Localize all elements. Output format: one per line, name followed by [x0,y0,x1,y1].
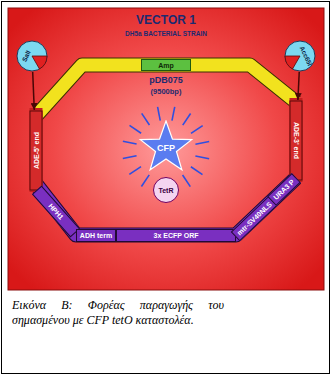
subtitle: DH5a BACTERIAL STRAIN [0,30,332,37]
node-label: ADH term [80,232,112,239]
cassette-segment: URA3 P [267,173,300,206]
enzyme-cut [285,56,300,69]
cassette-segment: mtr-SV40NLS [230,195,277,241]
plasmid-name: pDB075 [0,76,332,86]
enzyme-cut [32,56,47,69]
restriction-site: SalI [16,40,48,72]
star-ray [123,141,137,144]
site-arrow [298,72,299,100]
restriction-site: Acc65I [284,40,316,72]
enzyme-body [285,41,315,71]
star-ray [130,125,142,133]
star-ray [183,114,191,126]
node-label: ADE-5' end [33,131,40,168]
star-ray [141,175,149,187]
node-label: URA3 P [272,178,295,201]
star-ray [142,113,150,125]
homology-band: ADE-3' end [290,100,303,180]
node-label: Amp [158,62,174,69]
node-label: 3x ECFP ORF [154,232,199,239]
star-ray [172,107,175,121]
star-ray [191,167,203,175]
node-label: CFP [157,144,175,153]
background-panel [8,8,324,290]
gene-box: Amp [141,59,191,71]
enzyme-icon [284,40,316,72]
figure-frame [2,2,330,374]
homology-band [290,98,303,182]
node-label: HPH1 [47,202,65,221]
site-arrow [33,72,35,110]
star-body [140,121,191,170]
enzyme-icon [16,40,48,72]
figure-caption: Εικόνα Β: Φορέας παραγωγής του σημασμένο… [12,298,224,328]
homology-band [30,108,43,192]
enzyme-body [17,41,47,71]
star-ray [129,167,141,175]
star-ray [191,126,203,134]
cassette-segment: ADH term [76,229,116,242]
star-ray [123,156,137,159]
star-ray [158,107,161,121]
diagram-title: VECTOR 1 [0,14,332,27]
star-ray [195,142,209,145]
cassette-segment: 3x ECFP ORF [116,229,236,242]
cfp-star: CFP [138,120,194,176]
homology-band: ADE-5' end [30,110,43,190]
star-ray [183,175,191,187]
plasmid-size: (9500bp) [0,88,332,96]
star-ray [195,156,209,159]
node-label: TetR [158,187,173,194]
node-label: ADE-3' end [293,121,300,158]
cassette-segment: HPH1 [32,185,80,237]
node-label: mtr-SV40NLS [235,200,272,236]
tetr-circle: TetR [153,177,179,203]
